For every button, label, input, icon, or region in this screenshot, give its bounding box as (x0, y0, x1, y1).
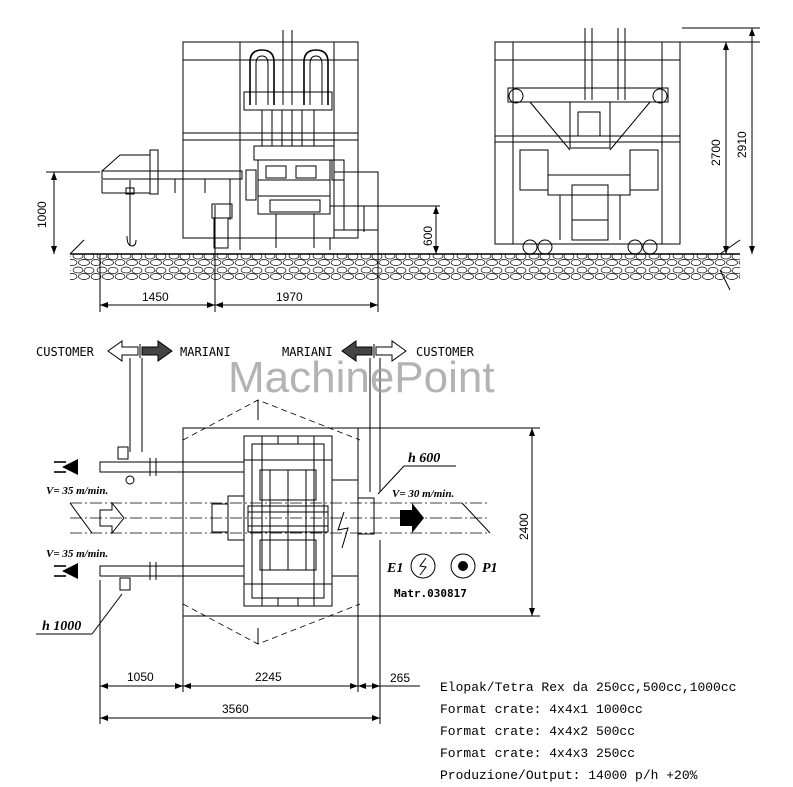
dim-265-width: 265 (390, 671, 410, 685)
crate-out-arrow (400, 503, 424, 533)
spec-block: Elopak/Tetra Rex da 250cc,500cc,1000cc F… (440, 680, 736, 783)
label-mariani-left: MARIANI (180, 345, 231, 359)
speed-out: V= 30 m/min. (392, 488, 454, 500)
label-mariani-right: MARIANI (282, 345, 333, 359)
spec-line-1: Elopak/Tetra Rex da 250cc,500cc,1000cc (440, 680, 736, 695)
spec-line-3: Format crate: 4x4x2 500cc (440, 724, 635, 739)
scope-arrow-right (341, 340, 407, 492)
pneumatic-point-icon (450, 553, 476, 579)
side-view-machine (494, 28, 681, 255)
dim-2700-height: 2700 (709, 139, 723, 166)
machine-serial: Matr.030817 (394, 587, 467, 600)
dim-1450-width: 1450 (142, 290, 169, 304)
dim-2245-width: 2245 (255, 670, 282, 684)
label-customer-left: CUSTOMER (36, 345, 95, 359)
label-p1: P1 (482, 561, 498, 576)
speed-in-top: V= 35 m/min. (46, 485, 108, 497)
callout-h-1000: h 1000 (42, 619, 81, 634)
dim-600-height: 600 (421, 226, 435, 246)
dim-2400-depth: 2400 (517, 513, 531, 540)
dim-1050-width: 1050 (127, 670, 154, 684)
plan-view: CUSTOMER MARIANI MARIANI CUSTOMER Machin… (36, 340, 540, 724)
spec-line-4: Format crate: 4x4x3 250cc (440, 746, 635, 761)
label-customer-right: CUSTOMER (416, 345, 475, 359)
spec-line-2: Format crate: 4x4x1 1000cc (440, 702, 643, 717)
dim-1000-height: 1000 (35, 201, 49, 228)
elevation-dimensions: 1000 600 2700 2910 1450 1970 (35, 27, 760, 312)
label-e1: E1 (386, 561, 403, 576)
dim-3560-width: 3560 (222, 702, 249, 716)
elevation-views: 1000 600 2700 2910 1450 1970 (35, 27, 760, 312)
scope-arrow-left (107, 340, 173, 452)
plan-machine-core (211, 435, 359, 607)
callout-h-600: h 600 (408, 451, 440, 466)
infeed-conveyor-top (54, 446, 245, 485)
electrical-panel-icon (410, 553, 436, 579)
infeed-conveyor-bottom (54, 562, 245, 591)
watermark: MachinePoint (228, 353, 495, 402)
dim-2910-height: 2910 (735, 131, 749, 158)
spec-line-5: Produzione/Output: 14000 p/h +20% (440, 768, 698, 783)
speed-in-bottom: V= 35 m/min. (46, 548, 108, 560)
plan-dimensions: 2400 1050 2245 265 3560 (99, 427, 540, 724)
crate-in-arrow (99, 501, 125, 535)
ground-stones (70, 254, 740, 280)
dim-1970-width: 1970 (276, 290, 303, 304)
front-view-machine (101, 30, 379, 250)
